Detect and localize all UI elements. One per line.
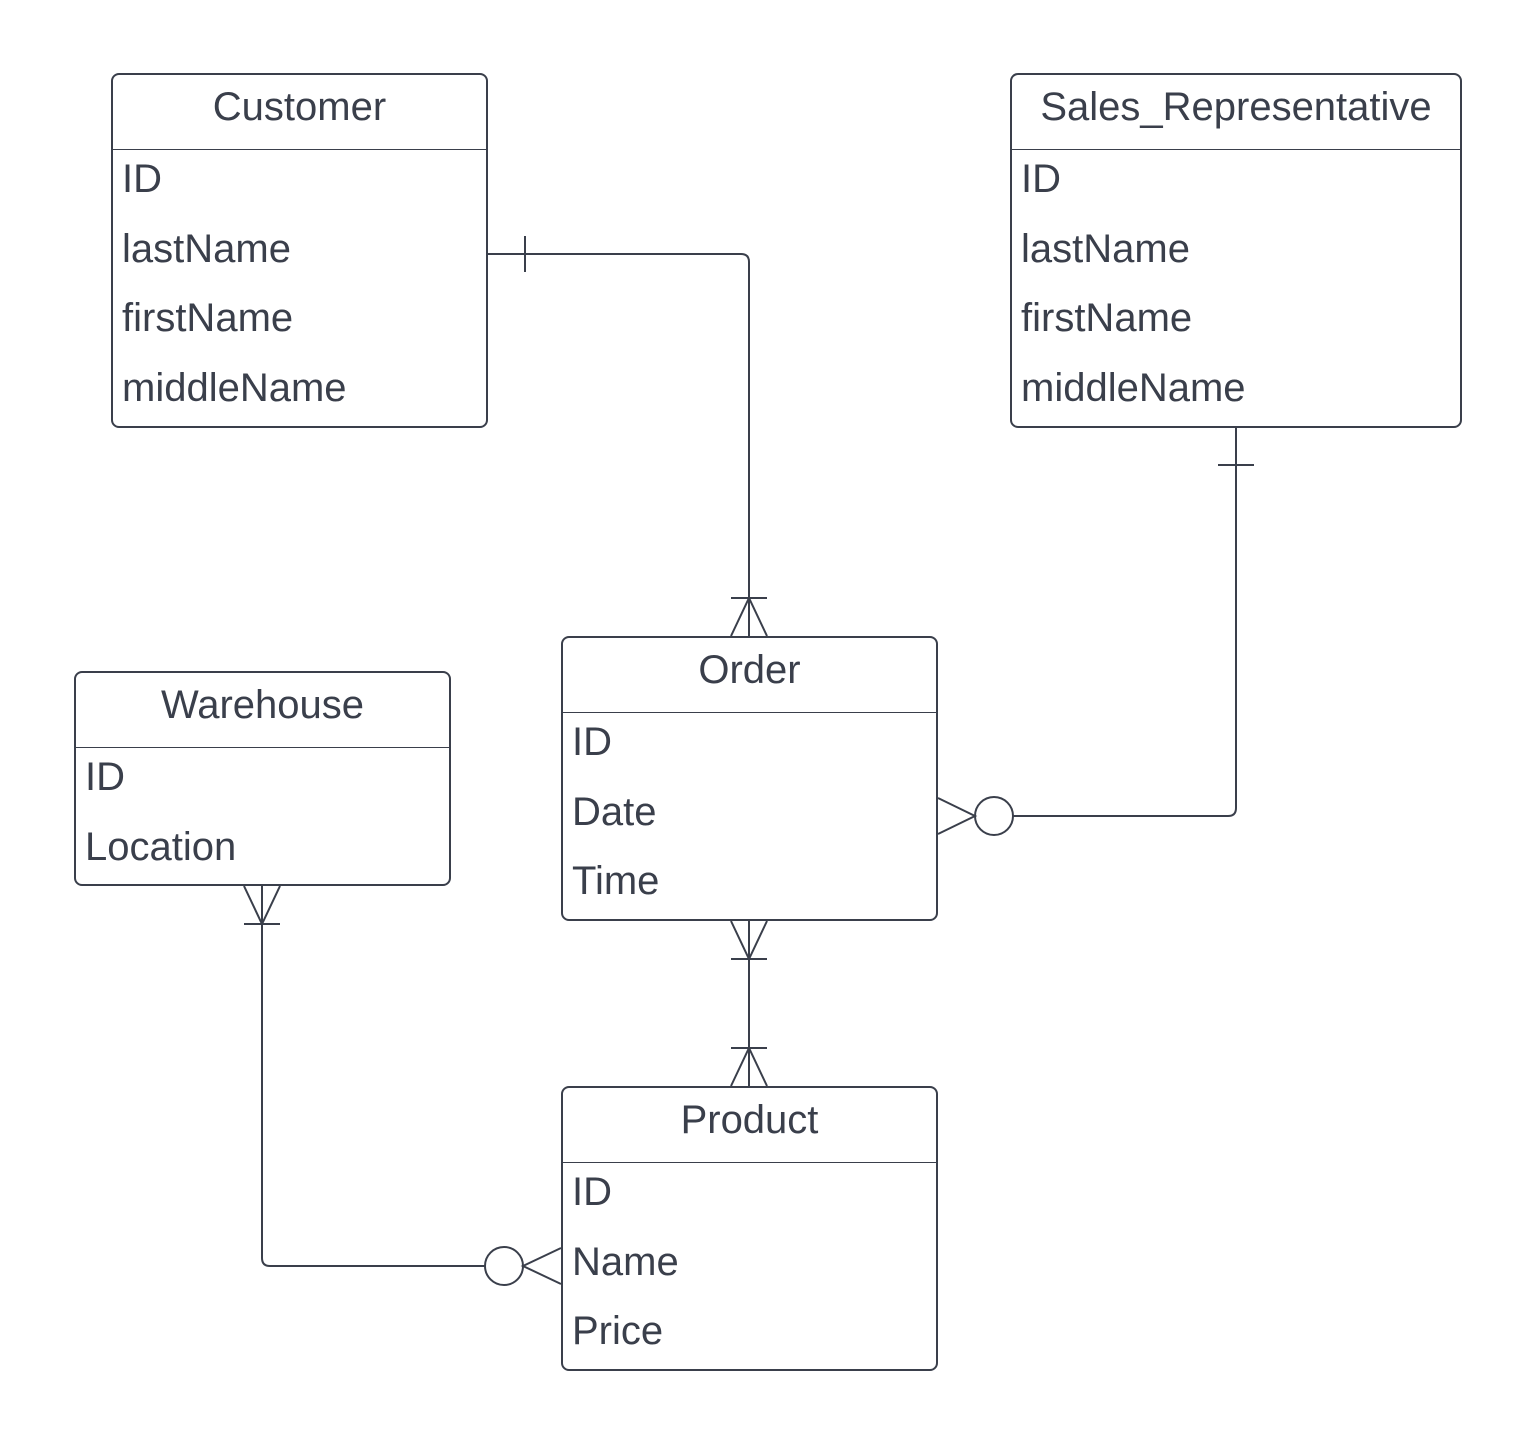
entity-warehouse[interactable]: Warehouse ID Location — [74, 671, 451, 886]
entity-order[interactable]: Order ID Date Time — [561, 636, 938, 921]
entity-title: Order — [563, 638, 936, 713]
attribute-middlename: middleName — [1021, 365, 1246, 410]
attribute-middlename: middleName — [122, 365, 347, 410]
attribute-time: Time — [572, 859, 660, 903]
entity-title: Sales_Representative — [1012, 75, 1460, 150]
relationship-order-product — [730, 920, 768, 1087]
zero-circle-marker — [484, 1246, 524, 1286]
attribute-date: Date — [572, 789, 657, 834]
attribute-name: Name — [572, 1239, 679, 1284]
attribute-list: ID Location — [76, 748, 449, 884]
attribute-id: ID — [572, 1170, 612, 1214]
crow-foot-marker — [730, 595, 768, 637]
attribute-id: ID — [1021, 157, 1061, 201]
zero-circle-marker — [974, 796, 1014, 836]
attribute-location: Location — [85, 824, 237, 869]
entity-title: Product — [563, 1088, 936, 1163]
crow-foot-marker — [937, 797, 978, 835]
relationship-warehouse-product — [243, 885, 562, 1286]
relationship-customer-order — [488, 236, 768, 637]
attribute-lastname: lastName — [122, 226, 291, 271]
entity-title: Customer — [113, 75, 486, 150]
crow-foot-marker — [730, 1045, 768, 1087]
entity-title: Warehouse — [76, 673, 449, 748]
attribute-firstname: firstName — [1021, 296, 1193, 340]
attribute-list: ID Date Time — [563, 713, 936, 919]
attribute-lastname: lastName — [1021, 226, 1190, 271]
connector-line — [261, 886, 485, 1267]
entity-product[interactable]: Product ID Name Price — [561, 1086, 938, 1371]
connector-line — [1013, 428, 1237, 817]
entity-sales-representative[interactable]: Sales_Representative ID lastName firstNa… — [1010, 73, 1462, 428]
entity-customer[interactable]: Customer ID lastName firstName middleNam… — [111, 73, 488, 428]
attribute-list: ID lastName firstName middleName — [1012, 150, 1460, 426]
attribute-list: ID lastName firstName middleName — [113, 150, 486, 426]
attribute-list: ID Name Price — [563, 1163, 936, 1369]
attribute-firstname: firstName — [122, 296, 294, 340]
connector-line — [488, 253, 750, 636]
attribute-id: ID — [122, 157, 162, 201]
attribute-id: ID — [572, 720, 612, 764]
attribute-price: Price — [572, 1309, 664, 1353]
relationship-salesrep-order — [937, 428, 1254, 836]
attribute-id: ID — [85, 755, 125, 799]
crow-foot-marker — [520, 1247, 562, 1285]
